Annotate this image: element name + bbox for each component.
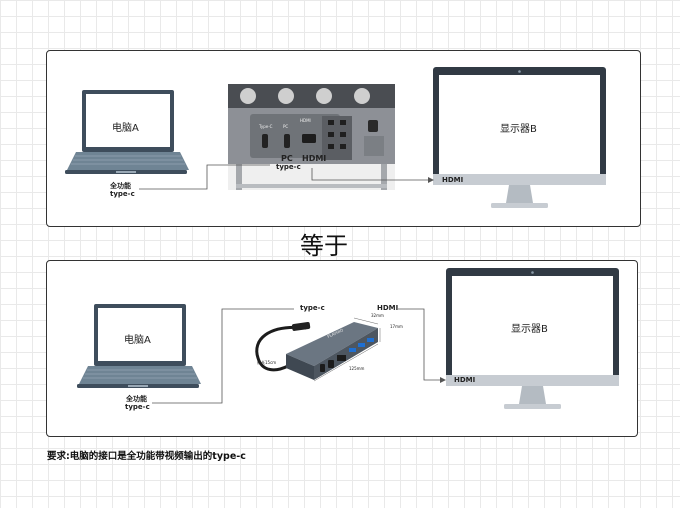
laptop-a-top	[65, 90, 189, 174]
typec-link-line	[139, 164, 270, 190]
usb-hub-product: PLAYHIO	[255, 317, 381, 382]
dim-125mm: 125mm	[349, 366, 365, 371]
device-port-pc-label: PC	[283, 124, 289, 129]
dim-32mm: 32mm	[371, 313, 384, 318]
laptop-keyboard	[79, 366, 201, 384]
monitor-b-bottom	[446, 268, 619, 409]
under-typec-label: type-c	[276, 163, 301, 171]
bottom-hdmi-top-label: HDMI	[377, 304, 399, 312]
under-pc-label: PC	[281, 154, 293, 163]
device-port-hdmi-label: HDMI	[300, 118, 311, 123]
laptop-screen	[86, 94, 170, 147]
under-hdmi-label: HDMI	[302, 154, 327, 163]
laptop-screen	[98, 308, 182, 361]
device-case-photo	[228, 84, 395, 190]
cable-length-label: 线长15cm	[257, 360, 277, 365]
laptop-a-top-label: 电脑A	[112, 123, 139, 134]
requirement-text: 要求:电脑的接口是全功能带视频输出的type-c	[47, 451, 246, 462]
bottom-connector-label-2: type-c	[125, 403, 150, 411]
monitor-b-top	[433, 67, 606, 208]
monitor-b-bottom-label: 显示器B	[511, 324, 548, 335]
hdmi-link-line	[311, 168, 428, 181]
hub-brand-text: PLAYHIO	[326, 327, 344, 338]
top-connector-label-1: 全功能	[110, 182, 131, 190]
laptop-keyboard	[67, 152, 189, 170]
bottom-typec-label: type-c	[300, 304, 325, 312]
bottom-connector-label-1: 全功能	[126, 395, 147, 403]
laptop-a-bottom	[77, 304, 201, 388]
monitor-top-hdmi-label: HDMI	[442, 176, 464, 184]
equals-text: 等于	[300, 232, 348, 260]
bottom-typec-link-line	[152, 308, 294, 404]
monitor-bottom-hdmi-label: HDMI	[454, 376, 476, 384]
laptop-a-bottom-label: 电脑A	[124, 335, 151, 346]
dim-17mm: 17mm	[390, 324, 403, 329]
bottom-hdmi-link-line	[398, 308, 440, 381]
device-port-typec-label: Type-C	[259, 124, 273, 129]
hub-cable	[255, 325, 307, 372]
monitor-screen	[452, 276, 613, 375]
top-connector-label-2: type-c	[110, 190, 135, 198]
monitor-screen	[439, 75, 600, 174]
monitor-b-top-label: 显示器B	[500, 124, 537, 135]
